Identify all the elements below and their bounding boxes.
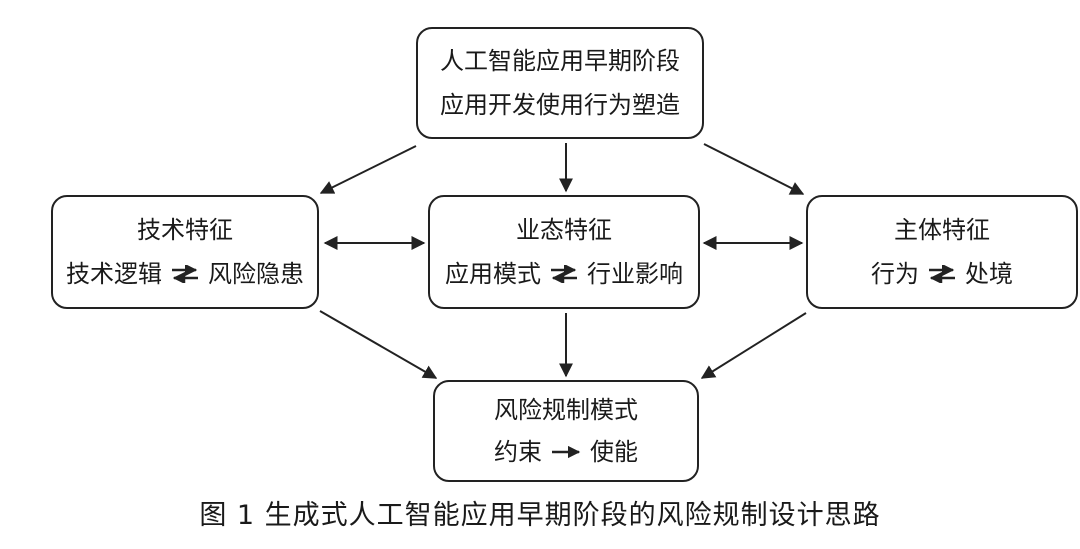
enablement-label: 使能 <box>590 438 638 466</box>
box-early-stage: 人工智能应用早期阶段 应用开发使用行为塑造 <box>416 27 704 139</box>
box-early-stage-line2: 应用开发使用行为塑造 <box>440 91 680 119</box>
technical-features-relation: 技术逻辑 风险隐患 <box>66 262 304 286</box>
application-mode-label: 应用模式 <box>445 260 541 288</box>
risk-regulation-title: 风险规制模式 <box>494 396 638 424</box>
bidirectional-arrows-icon <box>172 265 198 283</box>
business-features-title: 业态特征 <box>516 216 612 244</box>
right-arrow-icon <box>552 445 581 459</box>
subject-features-title: 主体特征 <box>894 216 990 244</box>
box-technical-features: 技术特征 技术逻辑 风险隐患 <box>51 195 319 309</box>
arrow-left-to-bottom <box>319 310 438 379</box>
subject-features-relation: 行为 处境 <box>871 262 1013 286</box>
risk-regulation-relation: 约束 使能 <box>494 440 638 464</box>
business-features-relation: 应用模式 行业影响 <box>445 262 683 286</box>
arrow-right-to-bottom <box>700 312 807 379</box>
industry-impact-label: 行业影响 <box>587 260 683 288</box>
box-risk-regulation-mode: 风险规制模式 约束 使能 <box>433 380 699 482</box>
arrow-top-to-left <box>319 145 417 194</box>
situation-label: 处境 <box>965 260 1013 288</box>
technical-logic-label: 技术逻辑 <box>66 260 162 288</box>
bidirectional-arrows-icon <box>929 265 955 283</box>
box-business-features: 业态特征 应用模式 行业影响 <box>428 195 700 309</box>
technical-features-title: 技术特征 <box>137 216 233 244</box>
constraint-label: 约束 <box>494 438 542 466</box>
bidirectional-arrows-icon <box>551 265 577 283</box>
box-subject-features: 主体特征 行为 处境 <box>806 195 1078 309</box>
arrow-top-to-right <box>703 143 805 195</box>
risk-hazard-label: 风险隐患 <box>208 260 304 288</box>
behavior-label: 行为 <box>871 260 919 288</box>
figure-caption: 图 1 生成式人工智能应用早期阶段的风险规制设计思路 <box>199 500 881 531</box>
box-early-stage-line1: 人工智能应用早期阶段 <box>440 47 680 75</box>
